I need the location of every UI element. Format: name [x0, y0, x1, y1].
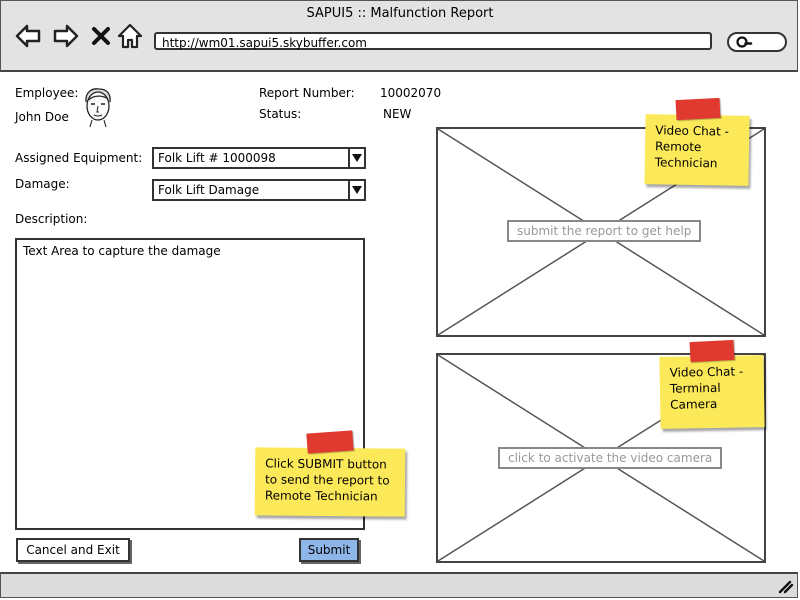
sticky-note-camera: Video Chat - Terminal Camera — [659, 355, 765, 429]
description-placeholder: Text Area to capture the damage — [23, 244, 221, 258]
report-number-value: 10002070 — [380, 86, 442, 100]
note-line: Terminal — [669, 380, 721, 396]
x-icon[interactable] — [90, 22, 118, 50]
home-icon[interactable] — [116, 22, 144, 50]
tape-icon — [675, 97, 721, 121]
note-line: Camera — [670, 396, 718, 412]
chevron-down-icon[interactable] — [348, 149, 364, 167]
note-line: Remote — [654, 139, 702, 155]
equipment-select[interactable]: Folk Lift # 1000098 — [152, 147, 366, 169]
arrow-left-icon[interactable] — [14, 22, 42, 50]
employee-name: John Doe — [15, 110, 69, 124]
resize-grip-icon[interactable] — [776, 578, 794, 594]
note-line: Click SUBMIT button — [265, 456, 387, 472]
cancel-button[interactable]: Cancel and Exit — [16, 538, 130, 562]
damage-select[interactable]: Folk Lift Damage — [152, 179, 366, 201]
person-face-icon — [80, 86, 116, 128]
sticky-note-submit: Click SUBMIT button to send the report t… — [254, 447, 406, 517]
equipment-label: Assigned Equipment: — [15, 151, 143, 165]
tape-icon — [306, 430, 354, 454]
remote-video-hint[interactable]: submit the report to get help — [507, 220, 702, 242]
note-line: Technician — [654, 155, 718, 171]
search-icon — [736, 36, 753, 48]
description-label: Description: — [15, 212, 88, 226]
note-line: to send the report to — [264, 472, 390, 488]
damage-select-value: Folk Lift Damage — [158, 183, 260, 197]
equipment-select-value: Folk Lift # 1000098 — [158, 151, 276, 165]
chevron-down-icon[interactable] — [348, 181, 364, 199]
url-input[interactable]: http://wm01.sapui5.skybuffer.com — [154, 32, 712, 50]
window-title: SAPUI5 :: Malfunction Report — [306, 6, 494, 21]
description-textarea[interactable]: Text Area to capture the damage — [15, 238, 365, 530]
status-label: Status: — [259, 107, 302, 121]
report-number-label: Report Number: — [259, 86, 355, 100]
tape-icon — [689, 339, 735, 363]
arrow-right-icon[interactable] — [52, 22, 80, 50]
camera-video-hint[interactable]: click to activate the video camera — [498, 447, 723, 469]
damage-label: Damage: — [15, 177, 70, 191]
status-value: NEW — [383, 107, 412, 121]
submit-button[interactable]: Submit — [299, 538, 359, 562]
note-line: Remote Technician — [264, 488, 378, 504]
note-line: Video Chat - — [655, 123, 730, 139]
employee-label: Employee: — [15, 86, 79, 100]
note-line: Video Chat - — [669, 364, 744, 380]
sticky-note-remote: Video Chat - Remote Technician — [644, 114, 750, 186]
status-bar — [0, 572, 798, 598]
search-field[interactable] — [727, 32, 787, 52]
